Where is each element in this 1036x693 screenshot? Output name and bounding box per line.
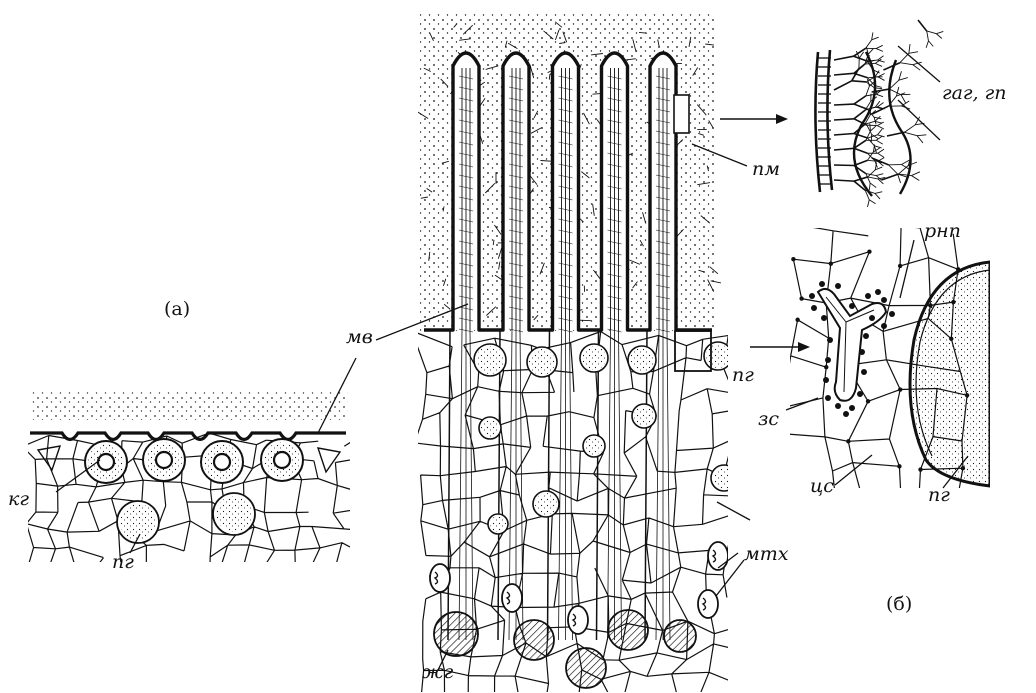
panel-a-apical-membrane: [30, 433, 346, 440]
panel-b-main-drawing: [412, 14, 741, 693]
arrow-to-secretion-inset: [750, 342, 810, 352]
panel-a-label: (а): [164, 300, 190, 319]
arrow-to-glycocalyx-inset: [720, 114, 788, 124]
nucleus-granule-surface: [910, 262, 990, 486]
label-gag-gp: гаг, гп: [942, 84, 1006, 103]
label-mv: мв: [346, 328, 373, 347]
label-pm: пм: [752, 160, 780, 179]
label-rnp: рнп: [924, 222, 961, 241]
label-zs: зс: [758, 410, 779, 429]
glycocalyx-inset: [815, 20, 943, 207]
label-pg-inset: пг: [928, 486, 950, 505]
label-pg-main: пг: [732, 366, 754, 385]
label-pg-panel-a: пг: [112, 553, 134, 572]
label-cs: цс: [810, 477, 834, 496]
panel-b-label: (б): [886, 595, 912, 614]
label-kg: кг: [8, 490, 29, 509]
label-zhg: жг: [422, 663, 453, 682]
plasma-membrane-detail-box: [674, 95, 689, 133]
panel-a-drawing: [22, 392, 362, 579]
label-mtx: мтх: [744, 545, 789, 564]
